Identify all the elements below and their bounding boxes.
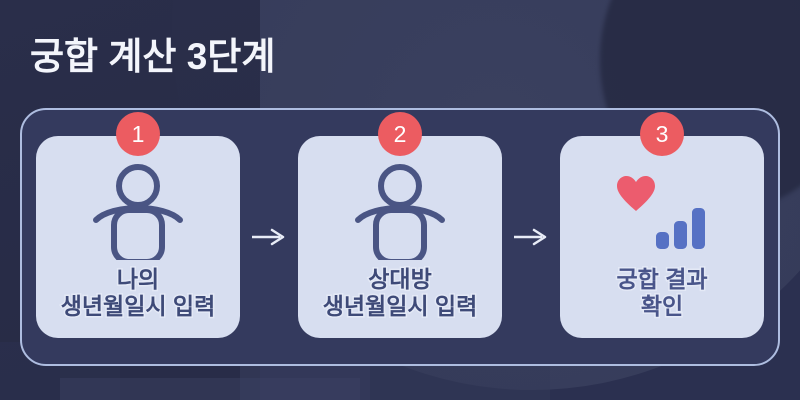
heart-icon: [616, 175, 656, 218]
background-band: [370, 360, 550, 400]
bar-chart-icon: [654, 204, 708, 255]
step-2-icon-area: [352, 158, 448, 266]
heart-and-bar-chart-icon: [614, 169, 710, 255]
arrow-step2-to-step3: [511, 227, 551, 247]
person-icon: [352, 160, 448, 265]
step-card-2[interactable]: 2 상대방 생년월일시 입력: [298, 112, 502, 338]
step-card-1[interactable]: 1 나의 생년월일시 입력: [36, 112, 240, 338]
step-1-icon-area: [90, 158, 186, 266]
step-card-3[interactable]: 3: [560, 112, 764, 338]
person-icon: [90, 160, 186, 265]
step-3-icon-area: [614, 158, 710, 266]
steps-container: 1 나의 생년월일시 입력: [22, 110, 778, 364]
step-badge-1: 1: [116, 112, 160, 156]
page-title: 궁합 계산 3단계: [30, 36, 276, 77]
arrow-step1-to-step2: [249, 227, 289, 247]
background-band: [60, 378, 360, 400]
step-badge-2: 2: [378, 112, 422, 156]
step-2-label: 상대방 생년월일시 입력: [321, 264, 479, 320]
step-badge-3: 3: [640, 112, 684, 156]
step-3-label: 궁합 결과 확인: [615, 264, 709, 320]
steps-panel: 1 나의 생년월일시 입력: [20, 108, 780, 366]
step-1-label: 나의 생년월일시 입력: [59, 264, 217, 320]
